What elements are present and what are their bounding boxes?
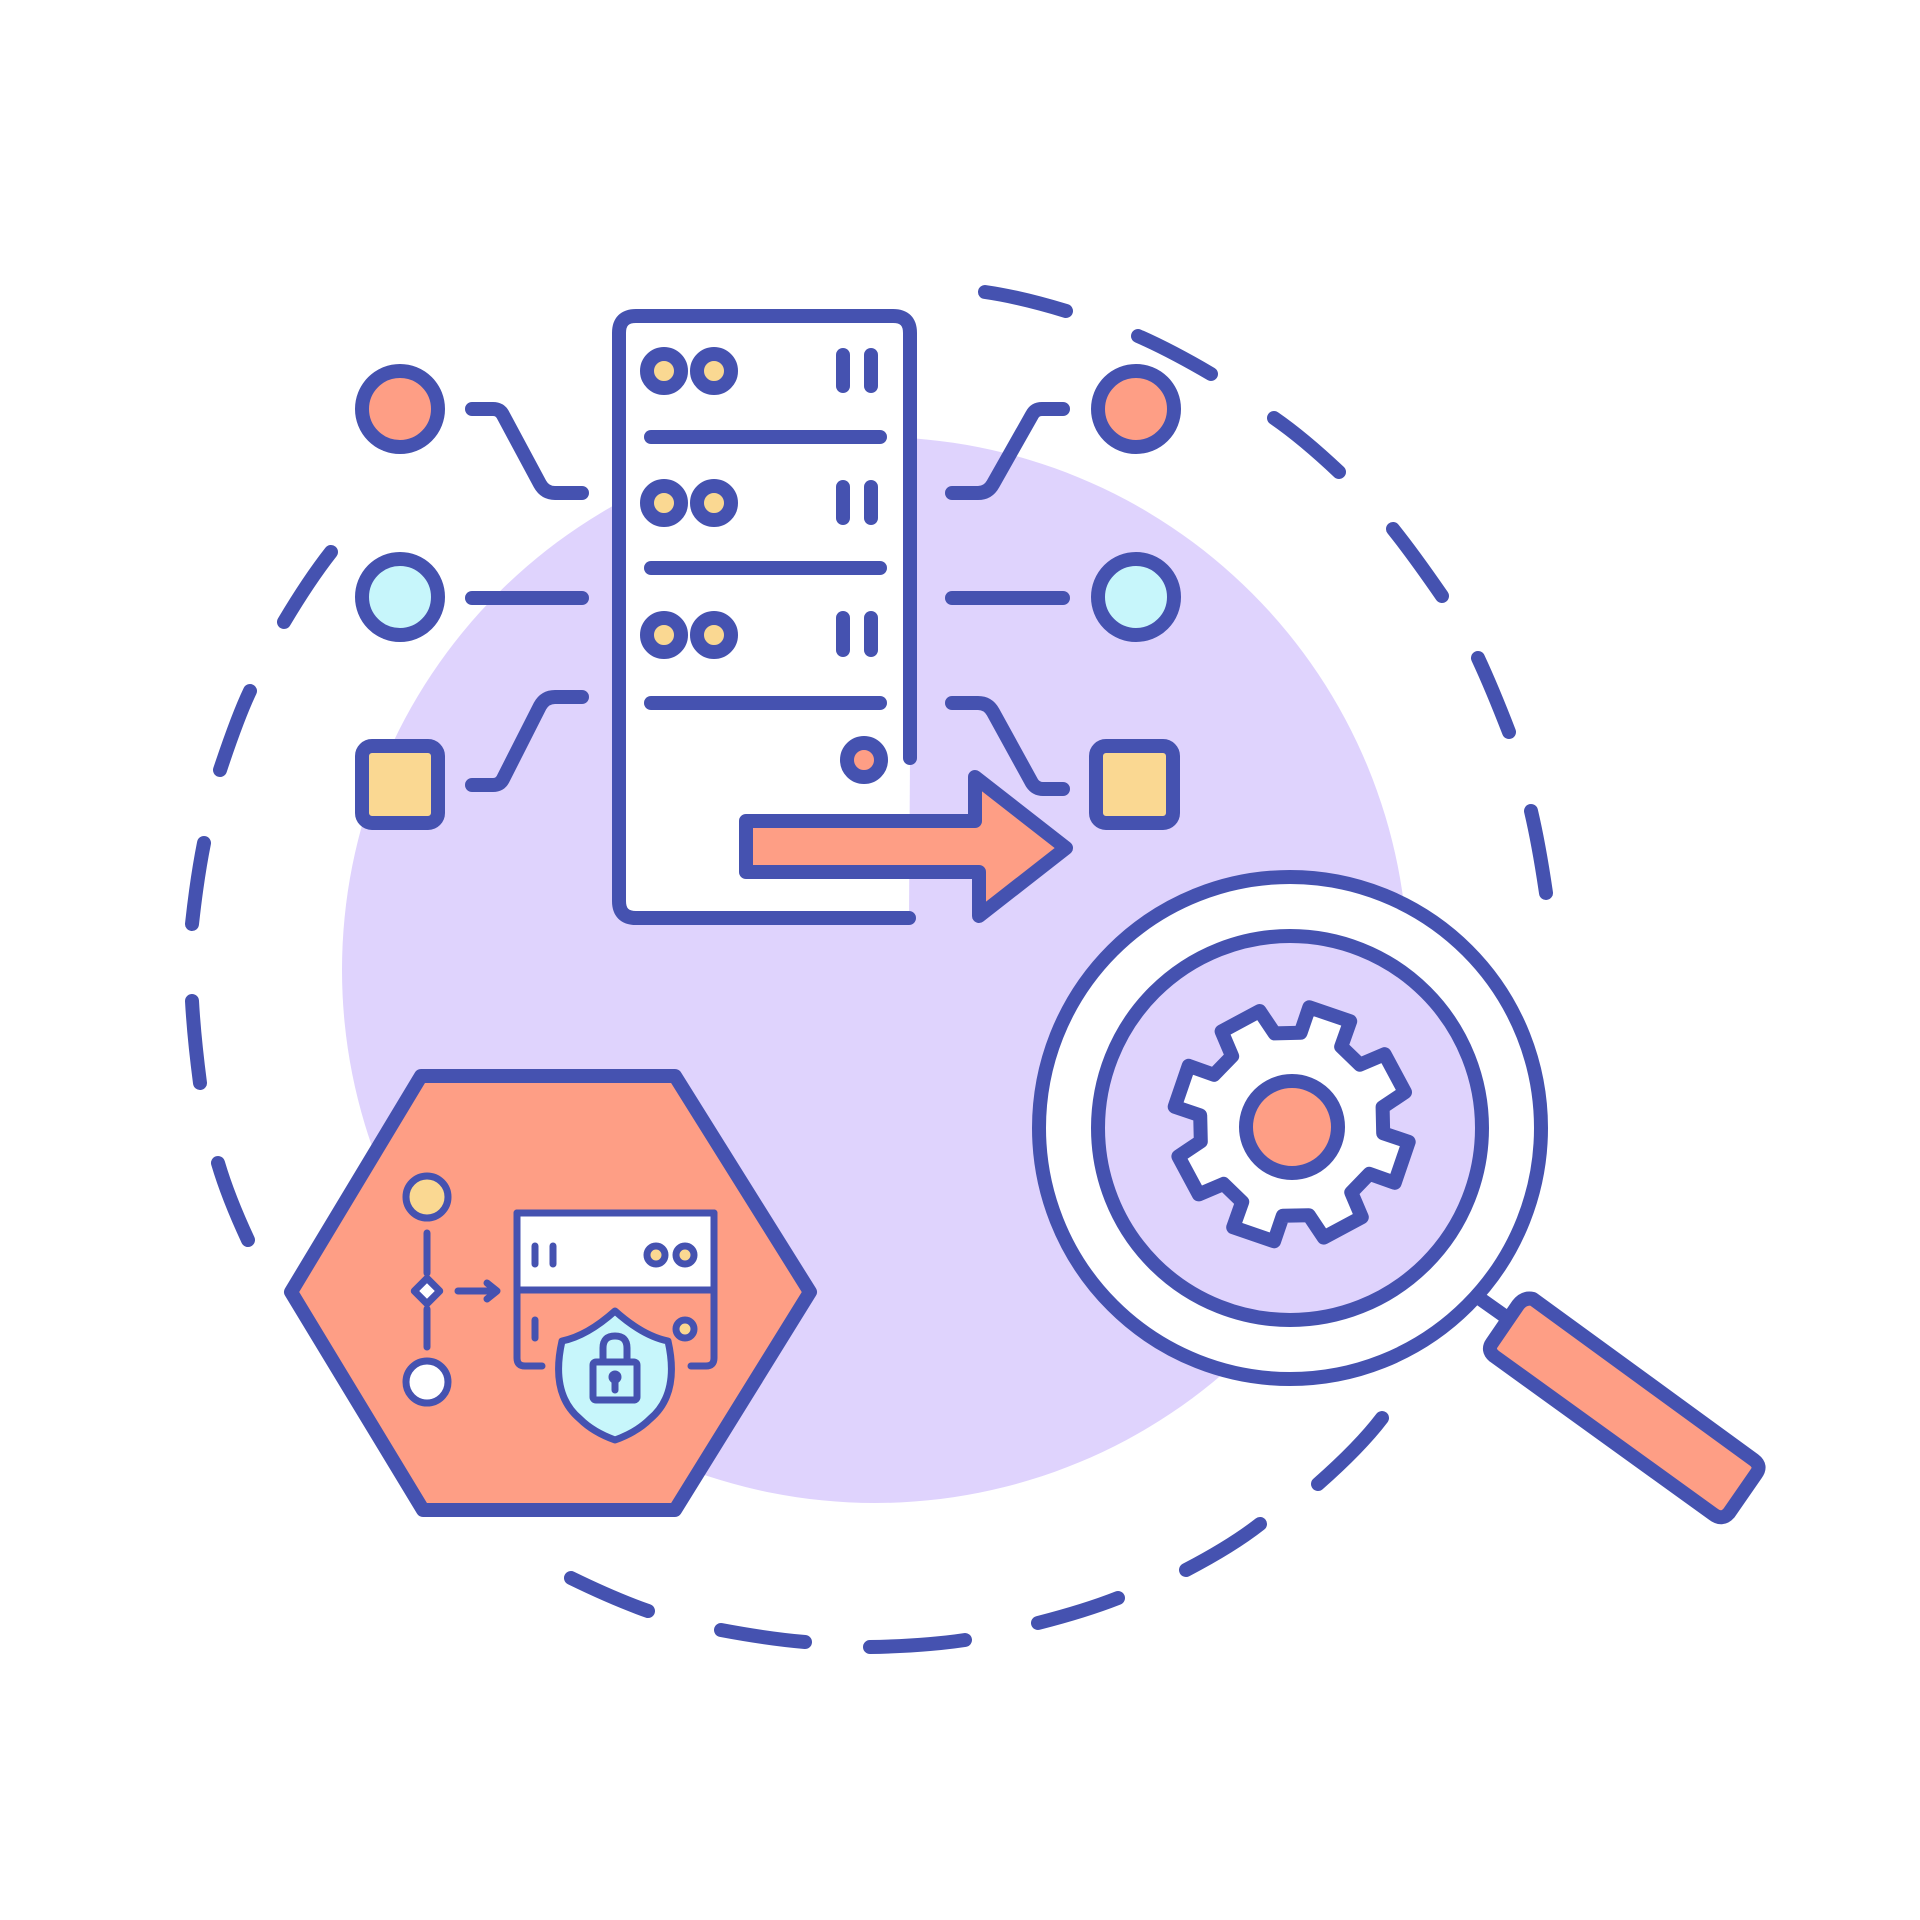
gear-icon	[1167, 1000, 1416, 1249]
node-square-icon	[355, 739, 445, 830]
node-circle-icon	[1091, 364, 1181, 454]
node-circle-icon	[355, 364, 445, 454]
hexagon-badge-icon	[284, 1069, 817, 1517]
flowchart-icon	[402, 1172, 501, 1407]
dashed-orbit-icon	[185, 285, 1553, 1654]
arrow-right-icon	[739, 770, 1073, 923]
server-unit-3	[640, 611, 878, 659]
shield-lock-icon	[555, 1307, 675, 1444]
node-square-icon	[1089, 739, 1180, 830]
node-circle-icon	[1091, 552, 1181, 642]
mini-server-icon	[513, 1209, 718, 1370]
right-connections	[945, 364, 1181, 830]
server-unit-1	[640, 347, 878, 395]
node-circle-icon	[355, 552, 445, 642]
server-status-light	[840, 736, 888, 784]
gear-hub	[1239, 1074, 1345, 1180]
server-rack-icon	[612, 309, 917, 925]
left-connections	[355, 364, 589, 830]
server-unit-2	[640, 479, 878, 527]
